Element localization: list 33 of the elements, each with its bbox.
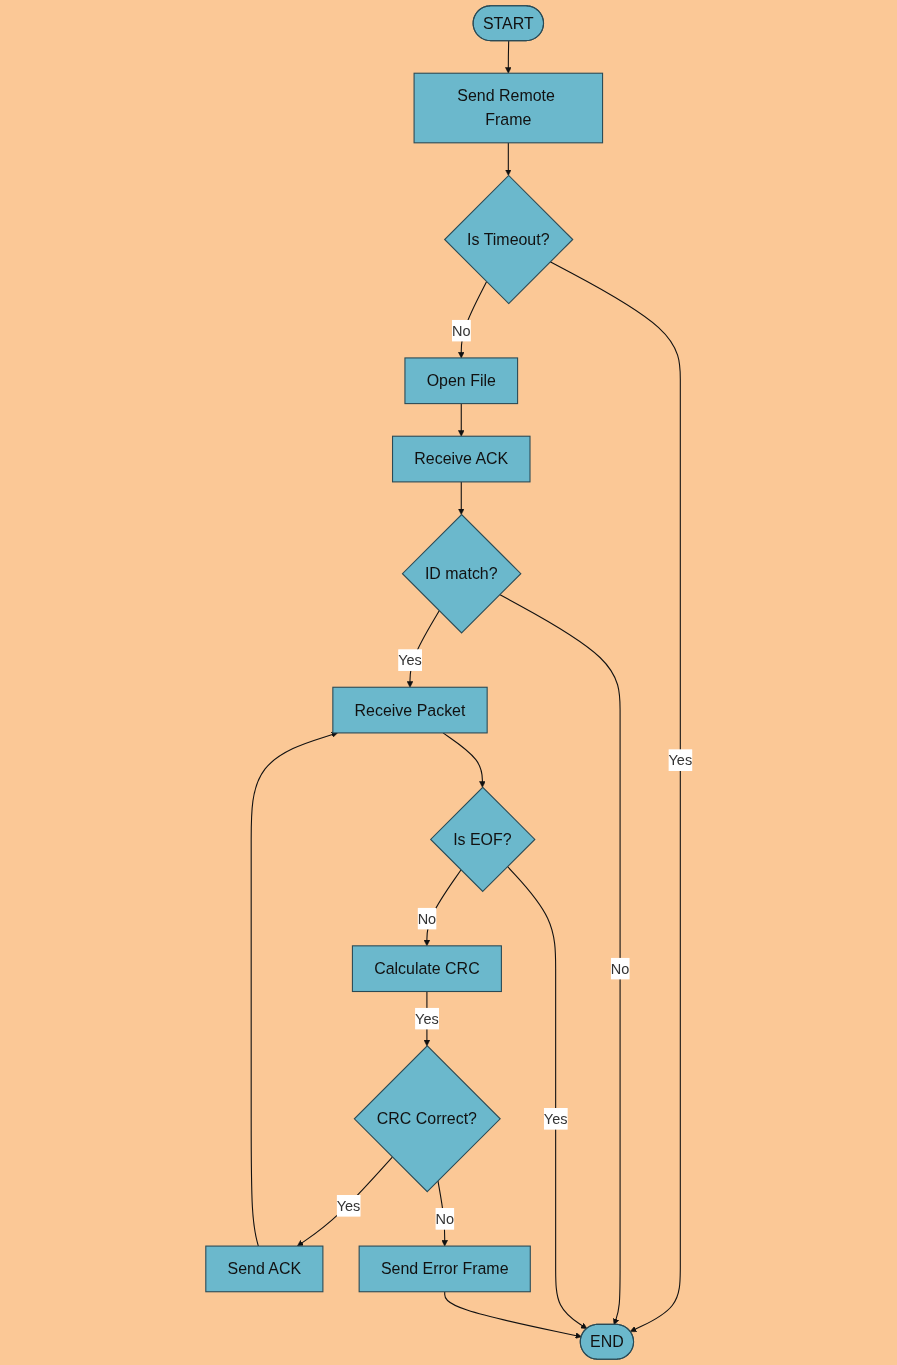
- node-box: Send Error Frame: [358, 1245, 531, 1293]
- arrow: [504, 142, 512, 176]
- arrow: [549, 261, 681, 1332]
- edge-label: Yes: [397, 652, 422, 669]
- arrow: [504, 40, 512, 74]
- arrow: [457, 403, 464, 437]
- arrow: [498, 594, 621, 1326]
- node-box: Open File: [403, 357, 518, 405]
- arrow: [506, 865, 587, 1330]
- edge-label: No: [417, 910, 436, 927]
- edge-label: Yes: [668, 752, 692, 769]
- node-box: Calculate CRC: [351, 945, 502, 993]
- arrow: [296, 1156, 393, 1247]
- edge-label: Yes: [414, 1010, 439, 1027]
- node-diamond: ID match?: [401, 513, 522, 634]
- arrow: [443, 1291, 582, 1339]
- edge-label: No: [434, 1210, 454, 1227]
- arrow: [250, 731, 338, 1247]
- edge-label: No: [451, 322, 471, 339]
- edge-label: Yes: [543, 1110, 568, 1127]
- arrow: [423, 869, 461, 947]
- arrow: [457, 481, 464, 515]
- edge-label: No: [610, 960, 629, 977]
- node-diamond: Is EOF?: [429, 786, 536, 893]
- edge-label: Yes: [336, 1197, 360, 1214]
- node-box: Receive ACK: [391, 435, 531, 483]
- node-box: Send Remote Frame: [413, 72, 603, 144]
- node-box: Send ACK: [204, 1245, 323, 1293]
- arrow: [457, 281, 487, 359]
- node-diamond: CRC Correct?: [353, 1045, 501, 1193]
- node-box: Receive Packet: [331, 686, 488, 734]
- node-diamond: Is Timeout?: [443, 174, 574, 305]
- arrow: [442, 732, 486, 788]
